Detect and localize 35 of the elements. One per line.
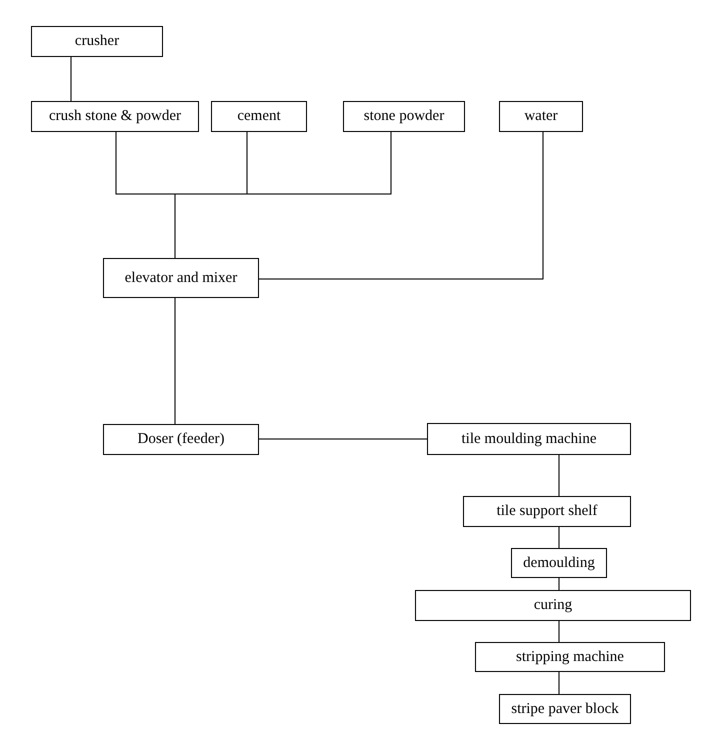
- process-box: [343, 101, 465, 132]
- connector-line: [174, 298, 176, 424]
- process-box: [511, 548, 607, 578]
- box-label: Doser (feeder): [137, 431, 225, 448]
- process-box: [427, 423, 631, 455]
- box-label: crusher: [74, 33, 120, 50]
- process-box: [31, 101, 199, 132]
- box-label: cement: [237, 108, 281, 125]
- box-label: crush stone & powder: [48, 108, 182, 125]
- connector-line: [558, 672, 560, 694]
- process-box: [475, 642, 665, 672]
- process-box: [499, 101, 583, 132]
- process-box: [499, 694, 631, 724]
- box-label: tile moulding machine: [462, 430, 596, 448]
- box-label: elevator and mixer: [124, 270, 238, 286]
- box-label: stripe paver block: [511, 700, 619, 718]
- connector-line: [558, 578, 560, 590]
- box-label: water: [524, 108, 558, 125]
- box-label: demoulding: [523, 554, 595, 572]
- process-box: [211, 101, 307, 132]
- process-box: [103, 258, 259, 298]
- connector-line: [258, 132, 544, 280]
- process-box: [31, 26, 163, 57]
- connector-line: [558, 454, 560, 496]
- box-label: curing: [534, 597, 572, 614]
- process-box: [415, 590, 691, 621]
- box-label: stone powder: [364, 108, 444, 125]
- connector-line: [558, 620, 560, 642]
- box-label: tile support shelf: [496, 503, 598, 520]
- process-box: [463, 496, 631, 527]
- connector-line: [70, 56, 72, 102]
- connector-line: [258, 438, 428, 440]
- process-box: [103, 424, 259, 455]
- connector-line: [558, 526, 560, 548]
- box-label: stripping machine: [516, 648, 624, 666]
